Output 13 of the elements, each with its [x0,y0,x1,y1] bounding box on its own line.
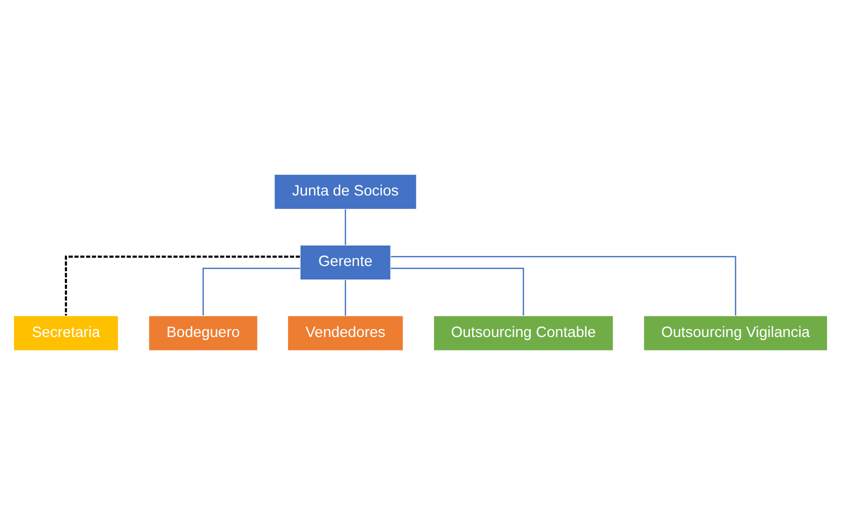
connector [202,268,300,316]
node-box: Outsourcing Contable [433,315,614,352]
node-box: Bodeguero [148,315,258,352]
connector [344,209,346,245]
connector [344,280,346,316]
node-box: Gerente [300,244,392,280]
connector [64,256,300,316]
connector [390,256,736,316]
node-box: Vendedores [287,315,404,352]
node-box: Junta de Socios [274,174,417,210]
node-box: Outsourcing Vigilancia [643,315,828,352]
connector [390,268,524,316]
node-box: Secretaria [13,315,119,352]
